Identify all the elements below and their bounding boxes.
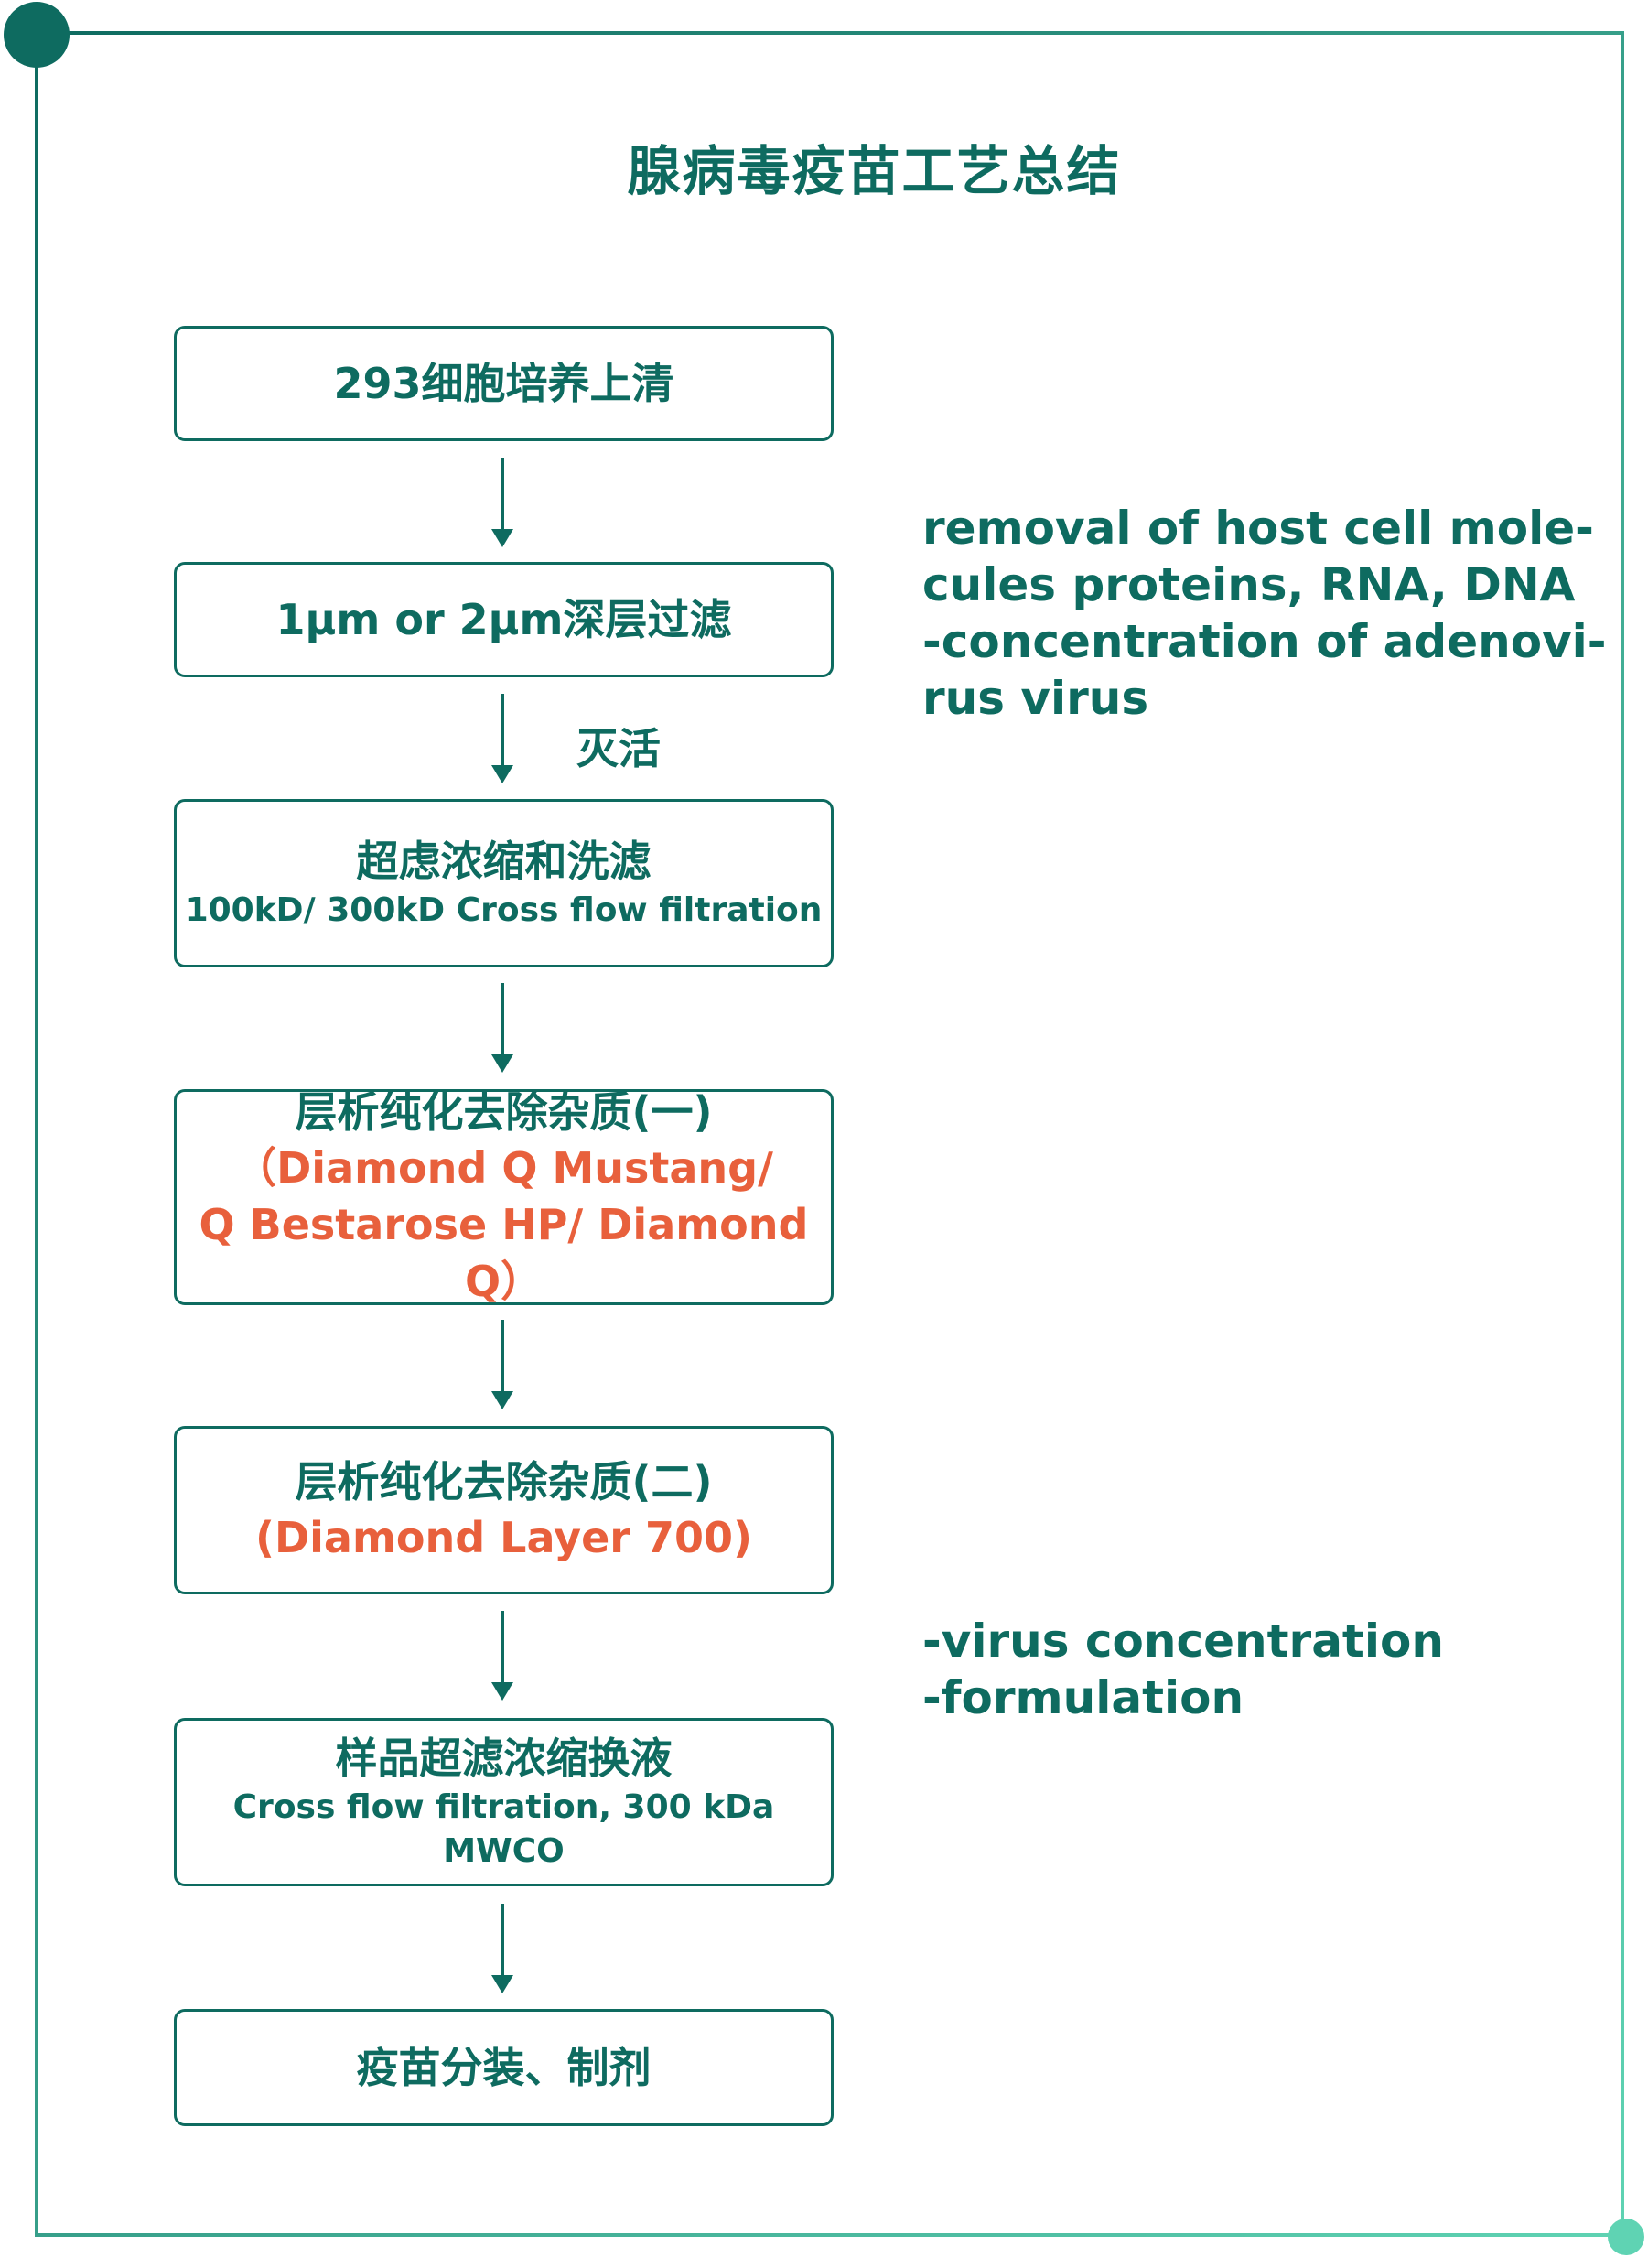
step-label: 1μm or 2μm深层过滤 xyxy=(275,595,732,644)
resin-line: Q Bestarose HP/ Diamond Q） xyxy=(199,1200,809,1306)
note-line: -concentration of adenovi- xyxy=(922,615,1607,668)
step-filling-formulation: 疫苗分装、制剂 xyxy=(174,2009,834,2126)
step-depth-filtration: 1μm or 2μm深层过滤 xyxy=(174,562,834,677)
flow-arrow xyxy=(491,983,513,1073)
flow-arrow xyxy=(491,1904,513,1993)
step-sublabel: 100kD/ 300kD Cross flow filtration xyxy=(185,891,823,929)
step-cell-culture-supernatant: 293细胞培养上清 xyxy=(174,326,834,441)
corner-dot-bottom-right xyxy=(1608,2219,1644,2255)
resin-line: （Diamond Q Mustang/ xyxy=(234,1143,773,1193)
note-line: -virus concentration xyxy=(922,1615,1444,1668)
flow-arrow xyxy=(491,1320,513,1409)
step-chromatography-two: 层析纯化去除杂质(二) (Diamond Layer 700) xyxy=(174,1426,834,1594)
resin-line: (Diamond Layer 700) xyxy=(254,1513,753,1562)
corner-dot-top-left xyxy=(4,2,70,68)
step-label: 293细胞培养上清 xyxy=(333,359,674,408)
diagram-title: 腺病毒疫苗工艺总结 xyxy=(627,140,1122,202)
inactivation-label: 灭活 xyxy=(576,724,661,773)
step-ultrafiltration-diafiltration: 超虑浓缩和洗滤 100kD/ 300kD Cross flow filtrati… xyxy=(174,799,834,967)
step-sublabel: Cross flow filtration, 300 kDa MWCO xyxy=(232,1788,775,1870)
note-upper: removal of host cell mole- cules protein… xyxy=(922,500,1618,727)
flow-arrow xyxy=(491,694,513,783)
note-lower: -virus concentration -formulation xyxy=(922,1613,1618,1726)
step-label: 样品超滤浓缩换液 xyxy=(335,1733,673,1783)
flow-arrow xyxy=(491,458,513,547)
note-line: -formulation xyxy=(922,1671,1244,1724)
step-label: 层析纯化去除杂质(二) xyxy=(295,1457,713,1507)
note-line: removal of host cell mole- xyxy=(922,502,1594,555)
step-buffer-exchange: 样品超滤浓缩换液 Cross flow filtration, 300 kDa … xyxy=(174,1718,834,1886)
step-label: 疫苗分装、制剂 xyxy=(356,2043,652,2092)
flow-arrow xyxy=(491,1611,513,1701)
note-line: rus virus xyxy=(922,672,1149,725)
step-label: 层析纯化去除杂质(一) xyxy=(295,1087,713,1137)
note-line: cules proteins, RNA, DNA xyxy=(922,558,1576,611)
step-label: 超虑浓缩和洗滤 xyxy=(356,837,652,886)
step-chromatography-one: 层析纯化去除杂质(一) （Diamond Q Mustang/ Q Bestar… xyxy=(174,1087,834,1306)
